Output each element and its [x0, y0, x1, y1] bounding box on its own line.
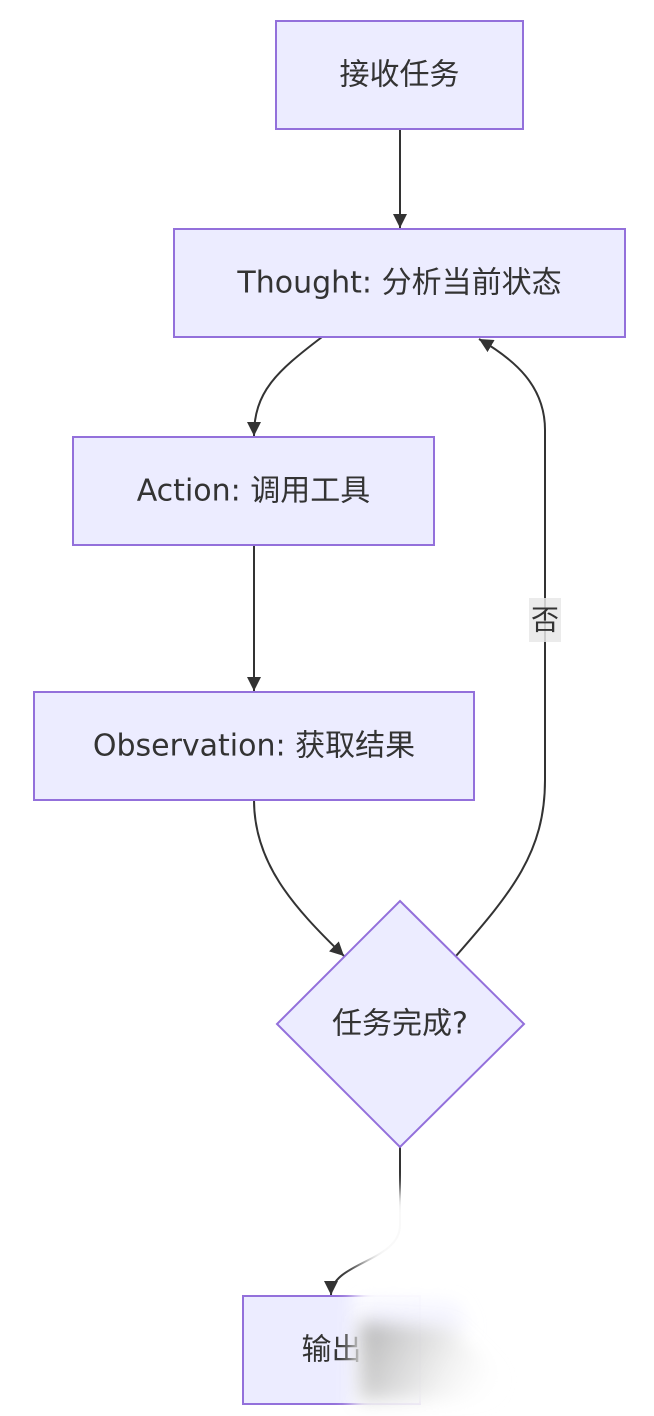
node-box [72, 436, 435, 546]
node-decision: 任务完成? [275, 899, 526, 1149]
node-label: Observation: 获取结果 [93, 729, 415, 764]
node-label: 任务完成? [332, 1007, 468, 1042]
node-box [33, 691, 475, 801]
edge-thought-to-action [247, 336, 323, 437]
edge-observation-to-decision [253, 799, 345, 957]
node-action: Action: 调用工具 [72, 436, 435, 546]
node-label: Action: 调用工具 [137, 474, 371, 509]
edge-label-background [529, 598, 561, 642]
node-label: Thought: 分析当前状态 [236, 266, 561, 301]
edge-label-no: 否 [529, 598, 561, 642]
blur-overlay-grey [360, 1322, 530, 1400]
node-box [275, 20, 524, 130]
node-receive-task: 接收任务 [275, 20, 524, 130]
node-thought: Thought: 分析当前状态 [173, 228, 626, 338]
node-label: 接收任务 [340, 58, 460, 93]
node-box [173, 228, 626, 338]
blur-overlay-tint [362, 1300, 470, 1330]
blur-overlay [352, 1190, 560, 1416]
edge-decision-to-thought-no [455, 338, 546, 957]
node-observation: Observation: 获取结果 [33, 691, 475, 801]
edge-label-text: 否 [531, 604, 559, 637]
node-label: 输出 [302, 1333, 362, 1368]
decision-diamond [275, 899, 526, 1149]
